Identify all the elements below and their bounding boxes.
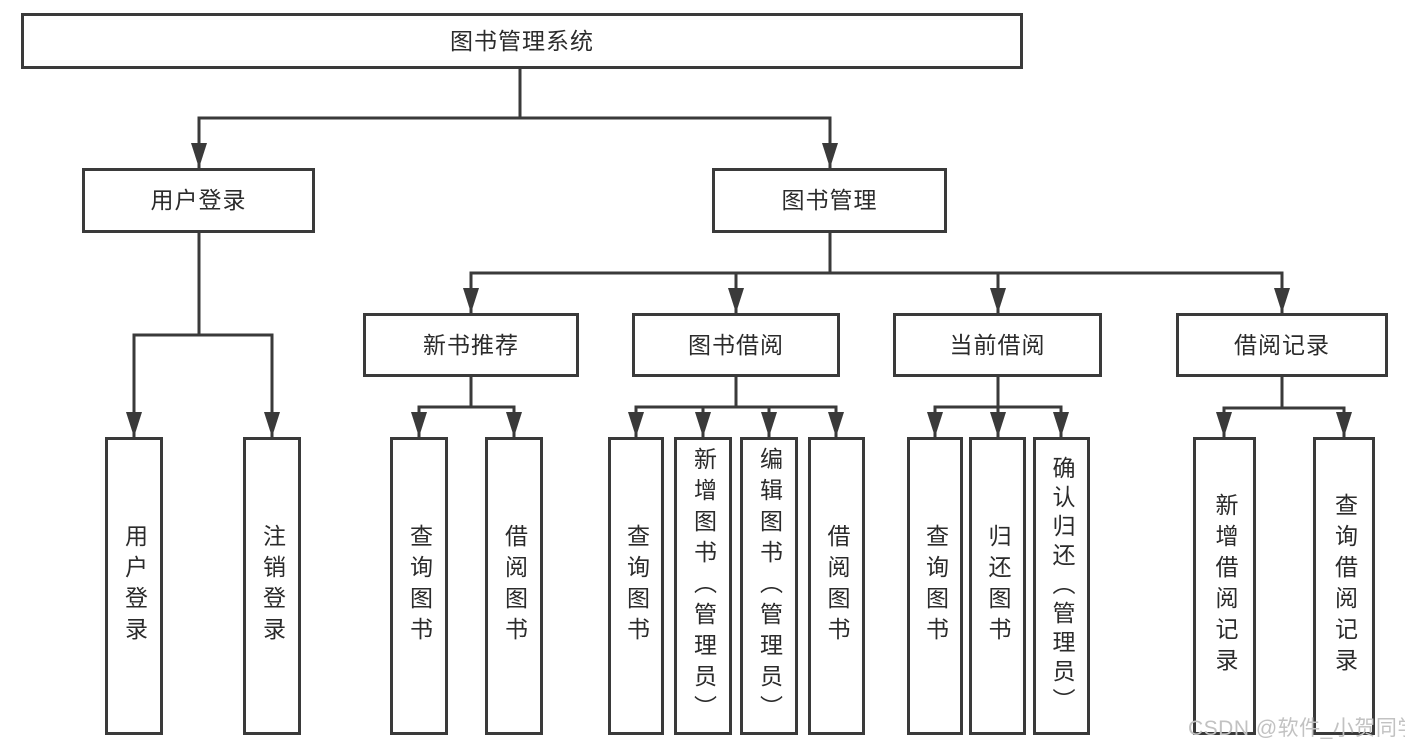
leaf-add-borrow-record: 新增借阅记录 bbox=[1193, 437, 1256, 735]
node-borrow-records: 借阅记录 bbox=[1176, 313, 1388, 377]
leaf-user-login: 用户登录 bbox=[105, 437, 163, 735]
node-book-mgmt: 图书管理 bbox=[712, 168, 947, 233]
node-new-book-recommend: 新书推荐 bbox=[363, 313, 579, 377]
leaf-search-borrow-record: 查询借阅记录 bbox=[1313, 437, 1375, 735]
leaf-add-books-admin: 新增图书（管理员） bbox=[674, 437, 732, 735]
leaf-logout: 注销登录 bbox=[243, 437, 301, 735]
leaf-confirm-return-admin: 确认归还（管理员） bbox=[1033, 437, 1090, 735]
csdn-watermark: CSDN @软件_小贺同学 bbox=[1188, 717, 1405, 740]
leaf-search-books-borrow: 查询图书 bbox=[608, 437, 664, 735]
leaf-borrow-books-recommend: 借阅图书 bbox=[485, 437, 543, 735]
node-root: 图书管理系统 bbox=[21, 13, 1023, 69]
node-current-borrow: 当前借阅 bbox=[893, 313, 1102, 377]
node-user-login: 用户登录 bbox=[82, 168, 315, 233]
leaf-return-books: 归还图书 bbox=[969, 437, 1026, 735]
leaf-edit-books-admin: 编辑图书（管理员） bbox=[740, 437, 798, 735]
node-book-borrow: 图书借阅 bbox=[632, 313, 840, 377]
leaf-search-books-recommend: 查询图书 bbox=[390, 437, 448, 735]
leaf-borrow-books: 借阅图书 bbox=[808, 437, 865, 735]
leaf-search-books-current: 查询图书 bbox=[907, 437, 963, 735]
